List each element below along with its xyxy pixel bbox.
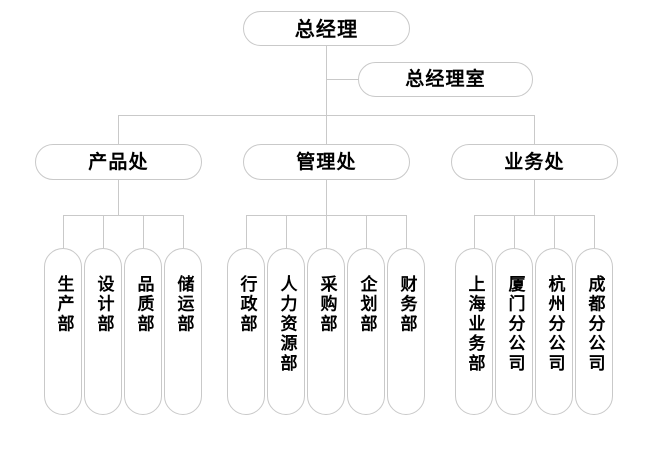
connector-drop-g1-3 [143,215,144,248]
connector-drop-g2-3 [326,215,327,248]
node-label: 行政部 [236,275,257,335]
node-label: 杭州分公司 [544,275,565,374]
connector-bus-group-3 [474,215,594,216]
connector-stem-group-1 [118,180,119,215]
node-label: 上海业务部 [464,275,485,374]
node-dept-planning[interactable]: 企划部 [347,248,385,415]
connector-drop-g2-4 [366,215,367,248]
connector-drop-division-2 [326,115,327,144]
node-label: 企划部 [356,275,377,335]
connector-drop-g2-5 [406,215,407,248]
connector-drop-g1-1 [63,215,64,248]
node-dept-purchasing[interactable]: 采购部 [307,248,345,415]
node-branch-hangzhou[interactable]: 杭州分公司 [535,248,573,415]
node-label: 管理处 [296,150,357,173]
connector-drop-g3-3 [554,215,555,248]
connector-drop-division-3 [534,115,535,144]
connector-drop-g3-4 [594,215,595,248]
connector-drop-g1-2 [103,215,104,248]
node-label: 生产部 [53,275,74,335]
connector-drop-g3-1 [474,215,475,248]
connector-drop-g2-2 [286,215,287,248]
node-label: 采购部 [316,275,337,335]
node-dept-storage-transport[interactable]: 储运部 [164,248,202,415]
connector-drop-division-1 [118,115,119,144]
connector-drop-g2-1 [246,215,247,248]
node-label: 总经理 [294,16,359,41]
node-dept-finance[interactable]: 财务部 [387,248,425,415]
node-label: 人力资源部 [276,275,297,374]
node-label: 储运部 [173,275,194,335]
node-branch-chengdu[interactable]: 成都分公司 [575,248,613,415]
node-label: 设计部 [93,275,114,335]
node-general-manager-office[interactable]: 总经理室 [358,62,533,97]
node-dept-design[interactable]: 设计部 [84,248,122,415]
node-division-product[interactable]: 产品处 [35,144,202,180]
connector-root-stem [326,46,327,115]
connector-stem-group-2 [326,180,327,215]
node-dept-production[interactable]: 生产部 [44,248,82,415]
node-label: 厦门分公司 [504,275,525,374]
node-division-management[interactable]: 管理处 [243,144,410,180]
node-root-general-manager[interactable]: 总经理 [243,11,410,46]
connector-drop-g1-4 [183,215,184,248]
node-dept-administration[interactable]: 行政部 [227,248,265,415]
connector-staff-branch [326,79,359,80]
node-branch-xiamen[interactable]: 厦门分公司 [495,248,533,415]
node-label: 品质部 [133,275,154,335]
connector-drop-g3-2 [514,215,515,248]
connector-stem-group-3 [534,180,535,215]
node-label: 财务部 [396,275,417,335]
node-division-business[interactable]: 业务处 [451,144,618,180]
connector-bus-group-1 [63,215,183,216]
node-label: 总经理室 [405,68,486,90]
node-dept-human-resources[interactable]: 人力资源部 [267,248,305,415]
node-label: 产品处 [88,150,149,173]
node-dept-quality[interactable]: 品质部 [124,248,162,415]
node-dept-shanghai-business[interactable]: 上海业务部 [455,248,493,415]
node-label: 业务处 [504,150,565,173]
node-label: 成都分公司 [584,275,605,374]
